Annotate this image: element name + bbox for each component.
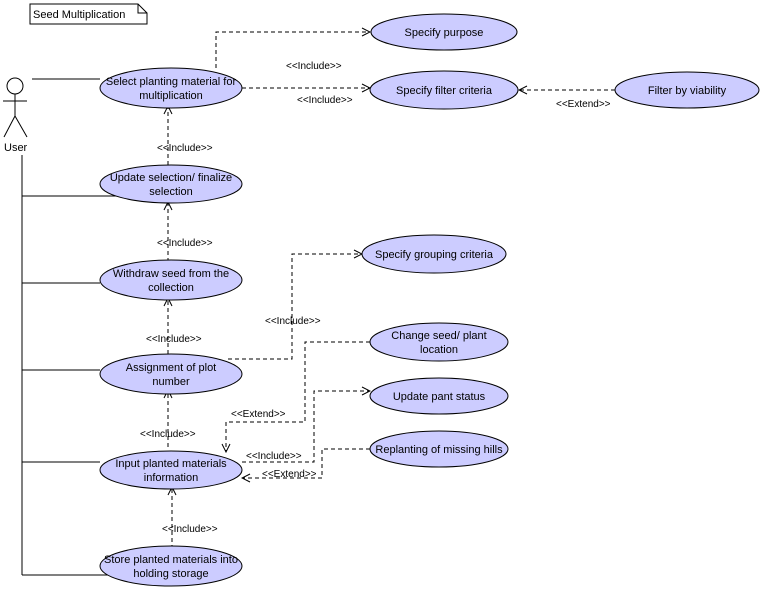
usecase-label-line: Update pant status — [393, 391, 486, 403]
usecase-label-line: multiplication — [139, 90, 203, 102]
usecase-label: Update selection/ finalize selection — [110, 172, 232, 198]
actor-label: User — [4, 142, 28, 154]
label-include-input-assign: <<Include>> — [140, 429, 196, 440]
usecase-filter-by-viability[interactable]: Filter by viability — [614, 71, 760, 109]
rel-assign-grouping — [228, 254, 362, 360]
usecase-label: Specify grouping criteria — [375, 249, 494, 261]
actor-user[interactable]: User — [3, 77, 28, 154]
diagram-title: Seed Multiplication — [33, 9, 125, 21]
usecase-label-line: holding storage — [133, 568, 208, 580]
usecase-store-planted-materials[interactable]: Store planted materials into holding stor… — [99, 545, 243, 587]
usecase-label-line: selection — [149, 186, 192, 198]
label-include-select-filter: <<Include>> — [297, 95, 353, 106]
label-include-update-select: <<Include>> — [157, 143, 213, 154]
usecase-specify-filter-criteria[interactable]: Specify filter criteria — [369, 70, 519, 110]
use-cases: Select planting material for multiplicati… — [99, 13, 760, 587]
label-include-assign-grouping: <<Include>> — [265, 316, 321, 327]
usecase-label-line: Specify grouping criteria — [375, 249, 494, 261]
label-include-store-input: <<Include>> — [162, 524, 218, 535]
usecase-update-plant-status[interactable]: Update pant status — [369, 377, 509, 415]
usecase-specify-purpose[interactable]: Specify purpose — [370, 13, 518, 51]
usecase-replanting-missing-hills[interactable]: Replanting of missing hills — [369, 430, 509, 468]
rel-input-status — [242, 391, 370, 463]
usecase-label-line: Select planting material for — [106, 76, 237, 88]
usecase-update-selection[interactable]: Update selection/ finalize selection — [99, 164, 243, 204]
usecase-label-line: Store planted materials into — [104, 554, 238, 566]
usecase-label: Replanting of missing hills — [375, 444, 503, 456]
usecase-label-line: Update selection/ finalize — [110, 172, 232, 184]
label-extend-change-input: <<Extend>> — [231, 409, 286, 420]
usecase-label: Select planting material for multiplicati… — [106, 76, 237, 102]
rel-replant-input — [242, 448, 370, 478]
usecase-label-line: Assignment of plot — [126, 362, 217, 374]
usecase-label-line: location — [420, 344, 458, 356]
usecase-label: Assignment of plot number — [126, 362, 217, 388]
usecase-label: Update pant status — [393, 391, 486, 403]
actor-left-leg — [3, 115, 16, 138]
usecase-label: Change seed/ plant location — [391, 330, 486, 356]
usecase-input-planted-materials[interactable]: Input planted materials information — [99, 450, 243, 490]
usecase-label: Specify filter criteria — [396, 85, 493, 97]
label-include-select-purpose: <<Include>> — [286, 61, 342, 72]
usecase-label-line: Specify purpose — [405, 27, 484, 39]
rel-select-purpose — [215, 32, 370, 68]
usecase-label: Withdraw seed from the collection — [113, 268, 229, 294]
label-include-withdraw-update: <<Include>> — [157, 238, 213, 249]
usecase-label: Store planted materials into holding stor… — [104, 554, 238, 580]
label-include-input-status: <<Include>> — [246, 451, 302, 462]
usecase-change-seed-plant-location[interactable]: Change seed/ plant location — [369, 322, 509, 362]
actor-right-leg — [14, 115, 28, 138]
usecase-specify-grouping-criteria[interactable]: Specify grouping criteria — [361, 234, 507, 274]
usecase-label-line: Input planted materials — [115, 458, 227, 470]
usecase-assignment-of-plot-number[interactable]: Assignment of plot number — [99, 353, 243, 395]
relationships — [168, 32, 615, 549]
label-extend-replant-input: <<Extend>> — [262, 469, 317, 480]
usecase-label: Specify purpose — [405, 27, 484, 39]
diagram-title-note: Seed Multiplication — [29, 3, 148, 25]
label-include-assign-withdraw: <<Include>> — [146, 334, 202, 345]
actor-associations — [21, 78, 117, 576]
usecase-label-line: Filter by viability — [648, 85, 727, 97]
relationship-labels: <<Include>> <<Include>> <<Extend>> <<Inc… — [140, 61, 611, 535]
label-extend-viability: <<Extend>> — [556, 99, 611, 110]
usecase-withdraw-seed[interactable]: Withdraw seed from the collection — [99, 259, 243, 301]
actor-head — [6, 77, 24, 95]
rel-change-input — [226, 341, 370, 452]
usecase-label: Filter by viability — [648, 85, 727, 97]
usecase-label-line: Withdraw seed from the — [113, 268, 229, 280]
usecase-label-line: Specify filter criteria — [396, 85, 493, 97]
usecase-label-line: collection — [148, 282, 194, 294]
usecase-label: Input planted materials information — [115, 458, 227, 484]
usecase-label-line: number — [152, 376, 190, 388]
usecase-label-line: information — [144, 472, 198, 484]
usecase-label-line: Replanting of missing hills — [375, 444, 503, 456]
usecase-label-line: Change seed/ plant — [391, 330, 486, 342]
usecase-select-planting-material[interactable]: Select planting material for multiplicati… — [99, 67, 243, 109]
